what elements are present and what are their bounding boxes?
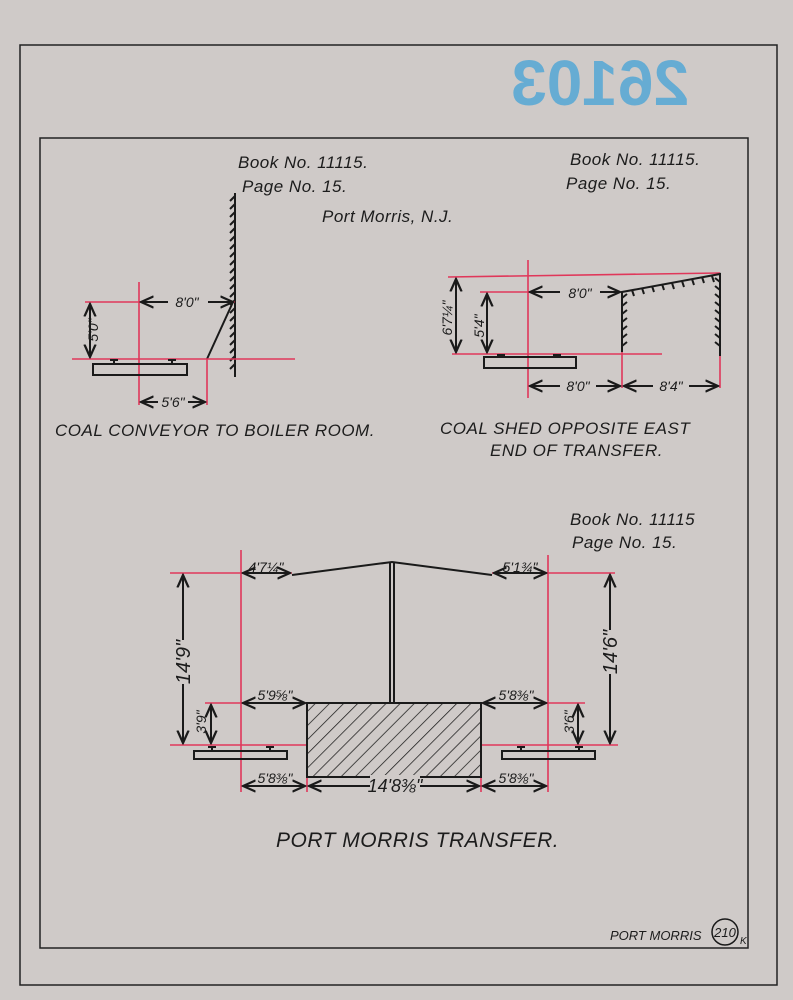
dim-height: 5'0" [85, 317, 101, 341]
dim-top-width: 8'0" [568, 285, 592, 301]
dim-rail-right: 3'6" [561, 709, 577, 733]
caption-transfer: PORT MORRIS TRANSFER. [276, 829, 559, 852]
book-number-2: Book No. 11115. [570, 150, 700, 169]
dim-height-left: 14'9" [173, 639, 195, 684]
page-number-3: Page No. 15. [572, 533, 677, 552]
inner-border [39, 137, 749, 949]
caption-coal-shed-1: COAL SHED OPPOSITE EAST [440, 419, 691, 438]
dim-bottom-right: 8'4" [659, 378, 683, 394]
dim-bottom-center: 14'8⅜" [368, 776, 424, 796]
dim-roof-left: 4'7¼" [249, 559, 285, 575]
coal-conveyor-drawing: 5'0" 8'0" 5'6" COAL CONVEYOR TO BOILER R… [55, 193, 375, 440]
footer-label: PORT MORRIS [610, 928, 702, 943]
outer-border [19, 44, 778, 986]
dim-rail-left: 3'9" [193, 709, 209, 733]
dim-platform-right: 5'8⅜" [499, 687, 535, 703]
coal-shed-drawing: 6'7¼" 5'4" 8'0" 8'0" 8'4" COAL SHED OPPO… [439, 260, 721, 460]
location-title: Port Morris, N.J. [322, 207, 453, 226]
title-block: PORT MORRIS 210 K [610, 918, 748, 947]
caption-coal-conveyor: COAL CONVEYOR TO BOILER ROOM. [55, 421, 375, 440]
page-number-2: Page No. 15. [566, 174, 671, 193]
caption-coal-shed-2: END OF TRANSFER. [490, 441, 663, 460]
dim-width-bottom: 5'6" [161, 394, 185, 410]
dim-inner-height: 5'4" [471, 313, 487, 337]
dim-platform-left: 5'9⅝" [258, 687, 294, 703]
dim-width-top: 8'0" [175, 294, 199, 310]
dim-roof-right: 5'1¾" [503, 559, 539, 575]
page-number-1: Page No. 15. [242, 177, 347, 196]
sheet-suffix: K [740, 936, 748, 947]
dim-bottom-left: 8'0" [566, 378, 590, 394]
dim-outer-height: 6'7¼" [439, 300, 455, 336]
platform-block [306, 702, 482, 778]
book-number-3: Book No. 11115 [570, 510, 695, 529]
dim-bottom-left: 5'8⅜" [258, 770, 294, 786]
stamp-number: 26103 [511, 47, 689, 119]
dim-height-right: 14'6" [600, 629, 622, 674]
sheet-number: 210 [713, 925, 736, 940]
port-morris-transfer-drawing: 4'7¼" 5'1¾" 14'9" 14'6" 5'9⅝" 5'8⅜" 3'9"… [170, 550, 622, 852]
dim-bottom-right: 5'8⅜" [499, 770, 535, 786]
book-number-1: Book No. 11115. [238, 153, 368, 172]
